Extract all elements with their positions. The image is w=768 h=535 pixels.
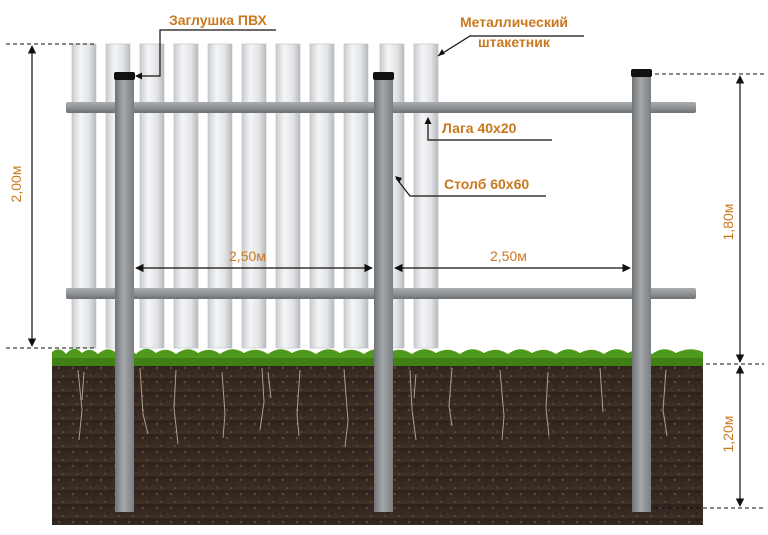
- picket: [275, 43, 301, 349]
- picket: [173, 43, 199, 349]
- picket: [139, 43, 165, 349]
- dim-label-span-right: 2,50м: [490, 248, 527, 264]
- dim-label-span-left: 2,50м: [229, 248, 266, 264]
- picket: [71, 43, 97, 349]
- picket: [241, 43, 267, 349]
- pvc-cap-left: [114, 72, 135, 80]
- pvc-cap-right: [631, 69, 652, 77]
- picket: [343, 43, 369, 349]
- pvc-cap-middle: [373, 72, 394, 80]
- post-right: [632, 74, 651, 512]
- post-middle: [374, 78, 393, 512]
- dim-label-above-ground: 1,80м: [720, 203, 736, 241]
- post-left: [115, 78, 134, 512]
- label-metal-picket-line2: штакетник: [478, 34, 550, 50]
- label-post: Столб 60х60: [444, 176, 530, 192]
- roots: [77, 367, 668, 448]
- leader-lines: [136, 29, 584, 197]
- label-rail: Лага 40х20: [442, 120, 517, 136]
- label-metal-picket-line1: Металлический: [460, 14, 569, 30]
- dim-label-below-ground: 1,20м: [720, 415, 736, 453]
- label-pvc-plug: Заглушка ПВХ: [169, 12, 267, 28]
- picket: [309, 43, 335, 349]
- picket: [207, 43, 233, 349]
- dim-label-fence-height: 2,00м: [8, 165, 24, 203]
